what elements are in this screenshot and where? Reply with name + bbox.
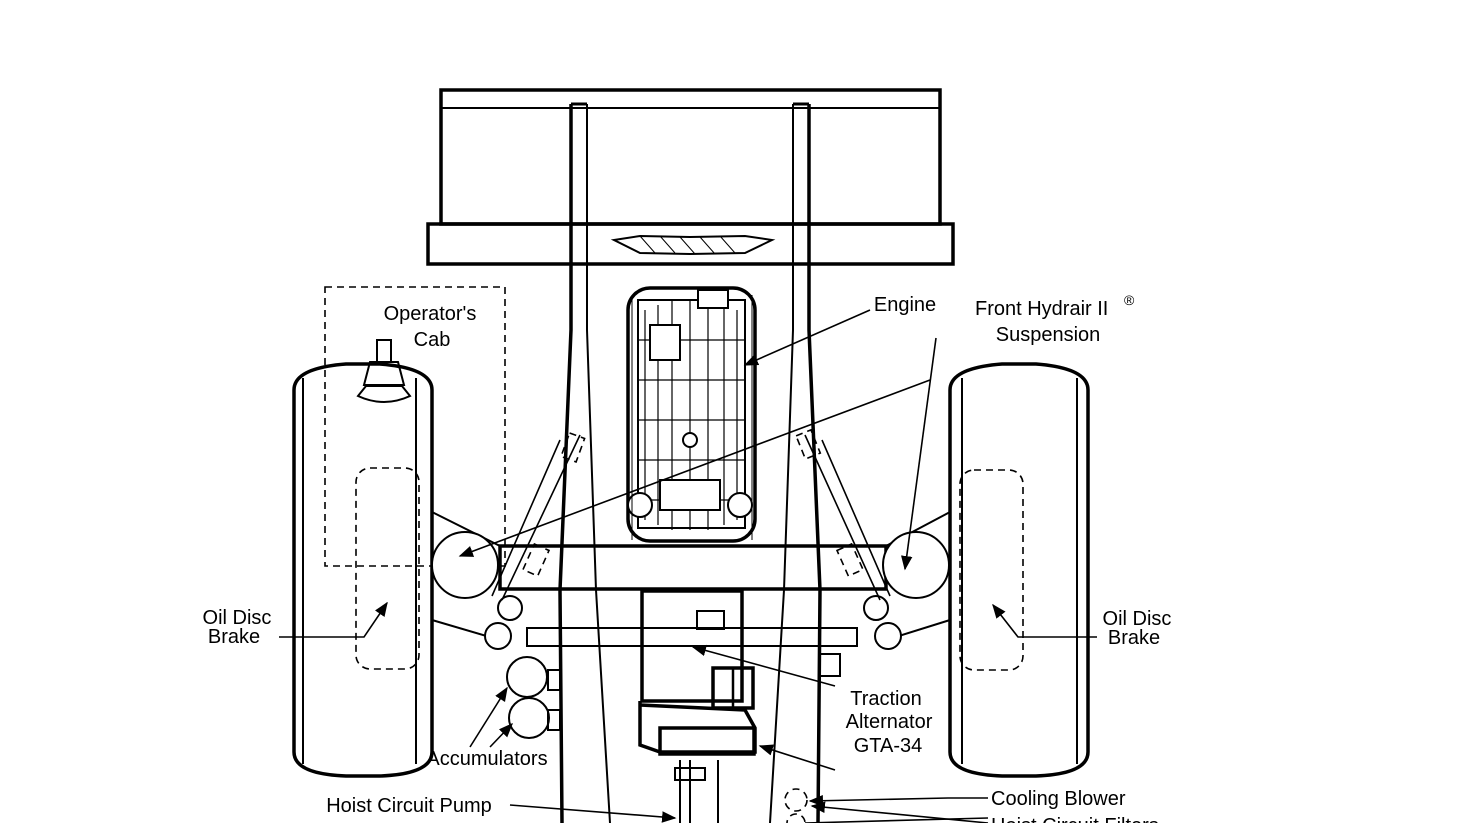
- label-oil-disc-left-2: Brake: [208, 626, 260, 648]
- radiator-fan-icon: [610, 234, 776, 256]
- operators-cab-outline: [324, 286, 506, 567]
- right-suspension-assembly: [795, 428, 951, 650]
- label-hoist-circuit-pump: Hoist Circuit Pump: [326, 795, 492, 817]
- label-oil-disc-right-2: Brake: [1108, 627, 1160, 649]
- front-cross-member: [498, 544, 888, 647]
- label-traction-3: GTA-34: [854, 735, 923, 757]
- label-registered-mark: ®: [1124, 292, 1135, 308]
- traction-alternator-icon: [638, 589, 841, 823]
- label-oil-disc-left-1: Oil Disc: [203, 607, 272, 629]
- label-operators-cab-2: Cab: [414, 329, 451, 351]
- label-traction-2: Alternator: [846, 711, 933, 733]
- left-front-tire: [292, 362, 434, 778]
- label-oil-disc-right-1: Oil Disc: [1103, 608, 1172, 630]
- leader-lines: [279, 309, 1097, 823]
- label-suspension: Suspension: [996, 324, 1101, 346]
- right-front-tire: [948, 362, 1090, 778]
- engine-block-icon: [626, 286, 757, 543]
- label-front-hydrair: Front Hydrair II: [975, 298, 1108, 320]
- label-accumulators: Accumulators: [426, 748, 547, 770]
- label-engine: Engine: [874, 294, 936, 316]
- label-traction-1: Traction: [850, 688, 922, 710]
- steering-control-icon: [356, 339, 412, 403]
- label-hoist-circuit-filters: Hoist Circuit Filters: [991, 815, 1159, 823]
- frame-rails: [558, 102, 822, 823]
- label-cooling-blower: Cooling Blower: [991, 788, 1126, 810]
- accumulators-icon: [506, 656, 561, 739]
- label-operators-cab-1: Operator's: [384, 303, 477, 325]
